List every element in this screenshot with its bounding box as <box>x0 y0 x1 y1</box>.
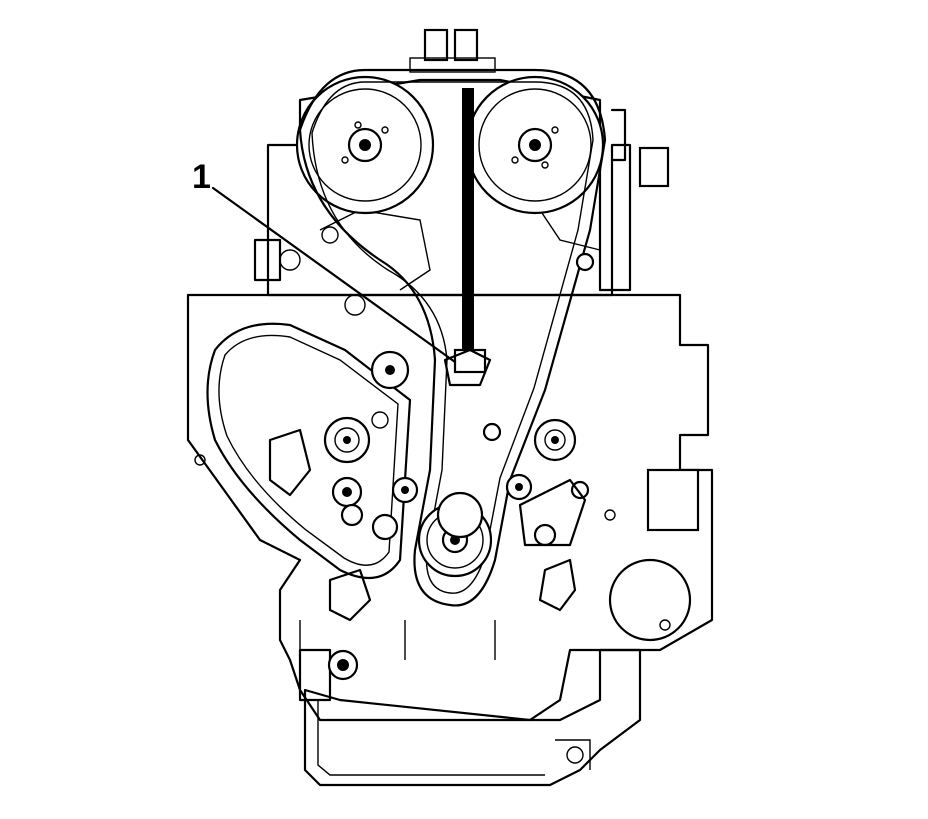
auxiliary-belt <box>206 322 412 580</box>
camshaft-alignment-tool <box>443 88 492 387</box>
camshaft-sprocket-left <box>295 75 435 215</box>
engine-block <box>186 293 714 722</box>
callout-1-leader <box>211 186 457 364</box>
crankshaft-sprocket <box>417 491 493 578</box>
callout-1-label: 1 <box>192 158 211 196</box>
timing-belt <box>298 68 607 607</box>
idler-pulleys <box>268 252 595 547</box>
camshaft-sprocket-right <box>465 75 605 215</box>
oil-pan <box>303 648 642 787</box>
